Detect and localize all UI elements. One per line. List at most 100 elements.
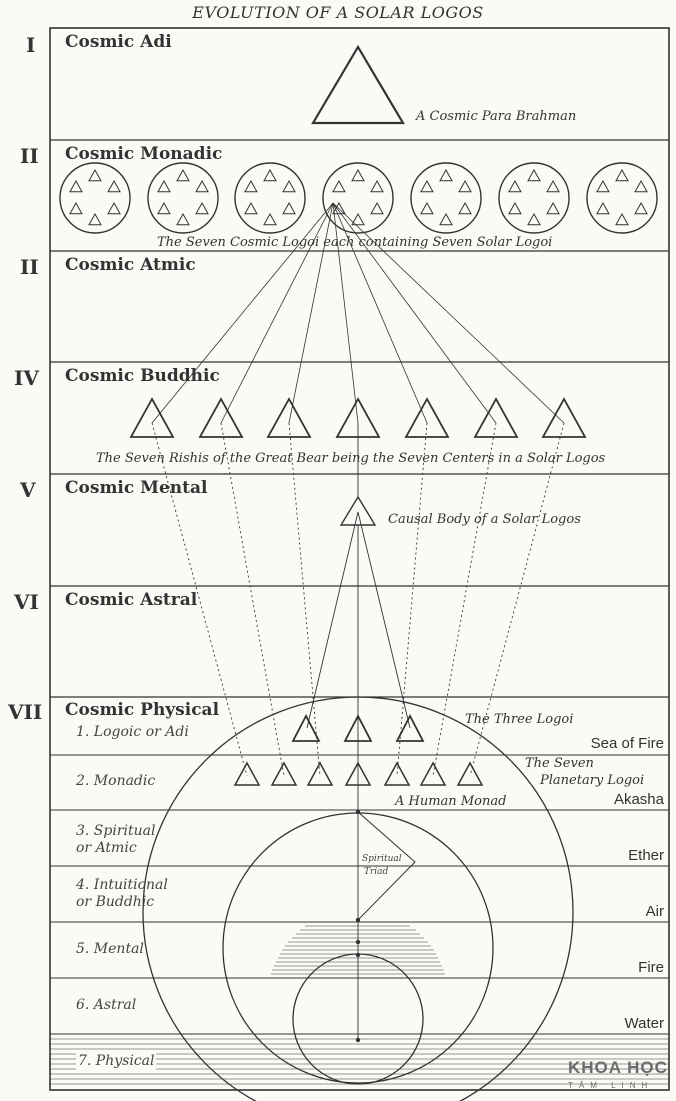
- solar-logos-triangle: [370, 179, 384, 193]
- solar-logos-triangle: [157, 201, 171, 215]
- solar-logos-triangle: [107, 201, 121, 215]
- subplane-label-2: 2. Monadic: [76, 773, 155, 790]
- solar-logos-triangle: [634, 179, 648, 193]
- solar-logos-triangle: [176, 168, 190, 182]
- cosmic-fan-lines: [151, 202, 565, 424]
- solar-logos-triangle: [420, 179, 434, 193]
- causal-body-triangle: [339, 495, 377, 526]
- solar-logos-triangle: [351, 212, 365, 226]
- cosmic-logos-circle: [498, 162, 570, 234]
- roman-numeral-5: V: [20, 478, 36, 502]
- solar-logos-triangle: [88, 168, 102, 182]
- solar-logos-triangle: [508, 179, 522, 193]
- caption-human-monad: A Human Monad: [395, 794, 507, 809]
- solar-logos-triangle: [439, 212, 453, 226]
- solar-logos-triangle: [332, 201, 346, 215]
- plane-dividers: [50, 139, 669, 698]
- solar-logos-triangle: [332, 179, 346, 193]
- solar-logos-triangle: [244, 201, 258, 215]
- cosmic-logos-circle: [234, 162, 306, 234]
- caption-triad: Triad: [364, 867, 389, 877]
- subplane-label-4-line1: 4. Intuitional: [76, 877, 168, 893]
- solar-logos-triangle: [370, 201, 384, 215]
- caption-planetary-logoi-2: Planetary Logoi: [540, 773, 645, 788]
- solar-logos-triangle: [195, 201, 209, 215]
- watermark-subtitle: TÂM LINH: [568, 1081, 654, 1090]
- plane-name-cosmic-astral: Cosmic Astral: [65, 590, 198, 610]
- solar-logos-triangle: [195, 179, 209, 193]
- caption-three-logoi: The Three Logoi: [465, 712, 574, 727]
- roman-numeral-6: VI: [14, 590, 39, 614]
- watermark-logo: KHOA HỌC: [568, 1058, 668, 1077]
- plane-name-cosmic-mental: Cosmic Mental: [65, 478, 208, 498]
- caption-planetary-logoi-1: The Seven: [525, 756, 594, 771]
- spiritual-triad: [357, 811, 416, 921]
- plane-name-cosmic-physical: Cosmic Physical: [65, 700, 220, 720]
- solar-logos-triangle: [527, 212, 541, 226]
- solar-logos-triangle: [596, 179, 610, 193]
- caption-causal-body: Causal Body of a Solar Logos: [388, 512, 581, 527]
- subplane-label-6: 6. Astral: [76, 997, 136, 1014]
- plane-name-cosmic-atmic: Cosmic Atmic: [65, 255, 196, 275]
- cosmic-logoi-circles: [59, 162, 658, 234]
- roman-numeral-3: II: [20, 255, 39, 279]
- solar-logos-triangle: [88, 212, 102, 226]
- subplane-label-5: 5. Mental: [76, 941, 144, 958]
- solar-logos-triangle: [244, 179, 258, 193]
- solar-logos-triangle: [351, 168, 365, 182]
- element-fire: Fire: [638, 959, 664, 976]
- caption-cosmic-logoi: The Seven Cosmic Logoi each containing S…: [157, 235, 553, 250]
- axis-points: [355, 809, 361, 1043]
- outer-circle: [142, 696, 574, 1101]
- plane-name-cosmic-buddhic: Cosmic Buddhic: [65, 366, 220, 386]
- solar-logos-triangle: [508, 201, 522, 215]
- cosmic-logos-circle: [147, 162, 219, 234]
- solar-logos-triangle: [439, 168, 453, 182]
- roman-numeral-7: VII: [8, 700, 43, 724]
- solar-logos-triangle: [527, 168, 541, 182]
- solar-logos-triangle: [420, 201, 434, 215]
- plane-name-cosmic-monadic: Cosmic Monadic: [65, 144, 223, 164]
- caption-seven-rishis: The Seven Rishis of the Great Bear being…: [96, 451, 606, 466]
- solar-logos-triangle: [546, 201, 560, 215]
- solar-logos-triangle: [263, 212, 277, 226]
- solar-logos-triangle: [107, 179, 121, 193]
- solar-logos-triangle: [69, 179, 83, 193]
- subplane-label-5-text: 5. Mental: [76, 941, 144, 957]
- three-logoi-triangles: [291, 714, 425, 742]
- element-sea-of-fire: Sea of Fire: [590, 735, 664, 752]
- subplane-label-7-text: 7. Physical: [78, 1053, 155, 1069]
- solar-logos-triangle: [157, 179, 171, 193]
- causal-lines: [306, 423, 411, 729]
- roman-numeral-1: I: [26, 33, 36, 57]
- subplane-label-3-line2: or Atmic: [76, 840, 137, 856]
- diagram-title: EVOLUTION OF A SOLAR LOGOS: [192, 3, 484, 22]
- subplane-label-1: 1. Logoic or Adi: [76, 724, 189, 741]
- solar-logos-triangle: [282, 201, 296, 215]
- solar-logos-triangle: [615, 168, 629, 182]
- diagram-frame: [49, 27, 670, 1091]
- solar-logos-triangle: [458, 179, 472, 193]
- subplane-label-1-text: 1. Logoic or Adi: [76, 724, 189, 740]
- element-water: Water: [624, 1015, 664, 1032]
- solar-logos-triangle: [69, 201, 83, 215]
- subplane-label-2-text: 2. Monadic: [76, 773, 156, 789]
- cosmic-para-brahman-triangle: [311, 44, 405, 125]
- element-akasha: Akasha: [613, 791, 664, 808]
- solar-logos-triangle: [596, 201, 610, 215]
- cosmic-logos-circle: [410, 162, 482, 234]
- solar-logos-triangle: [263, 168, 277, 182]
- roman-numeral-2: II: [20, 144, 39, 168]
- plane-name-cosmic-adi: Cosmic Adi: [65, 32, 172, 52]
- solar-logos-triangle: [615, 212, 629, 226]
- cosmic-logos-circle: [59, 162, 131, 234]
- roman-numeral-4: IV: [14, 366, 39, 390]
- subplane-label-4-line2: or Buddhic: [76, 894, 155, 910]
- solar-logos-triangle: [282, 179, 296, 193]
- solar-logos-triangle: [546, 179, 560, 193]
- element-air: Air: [645, 903, 664, 920]
